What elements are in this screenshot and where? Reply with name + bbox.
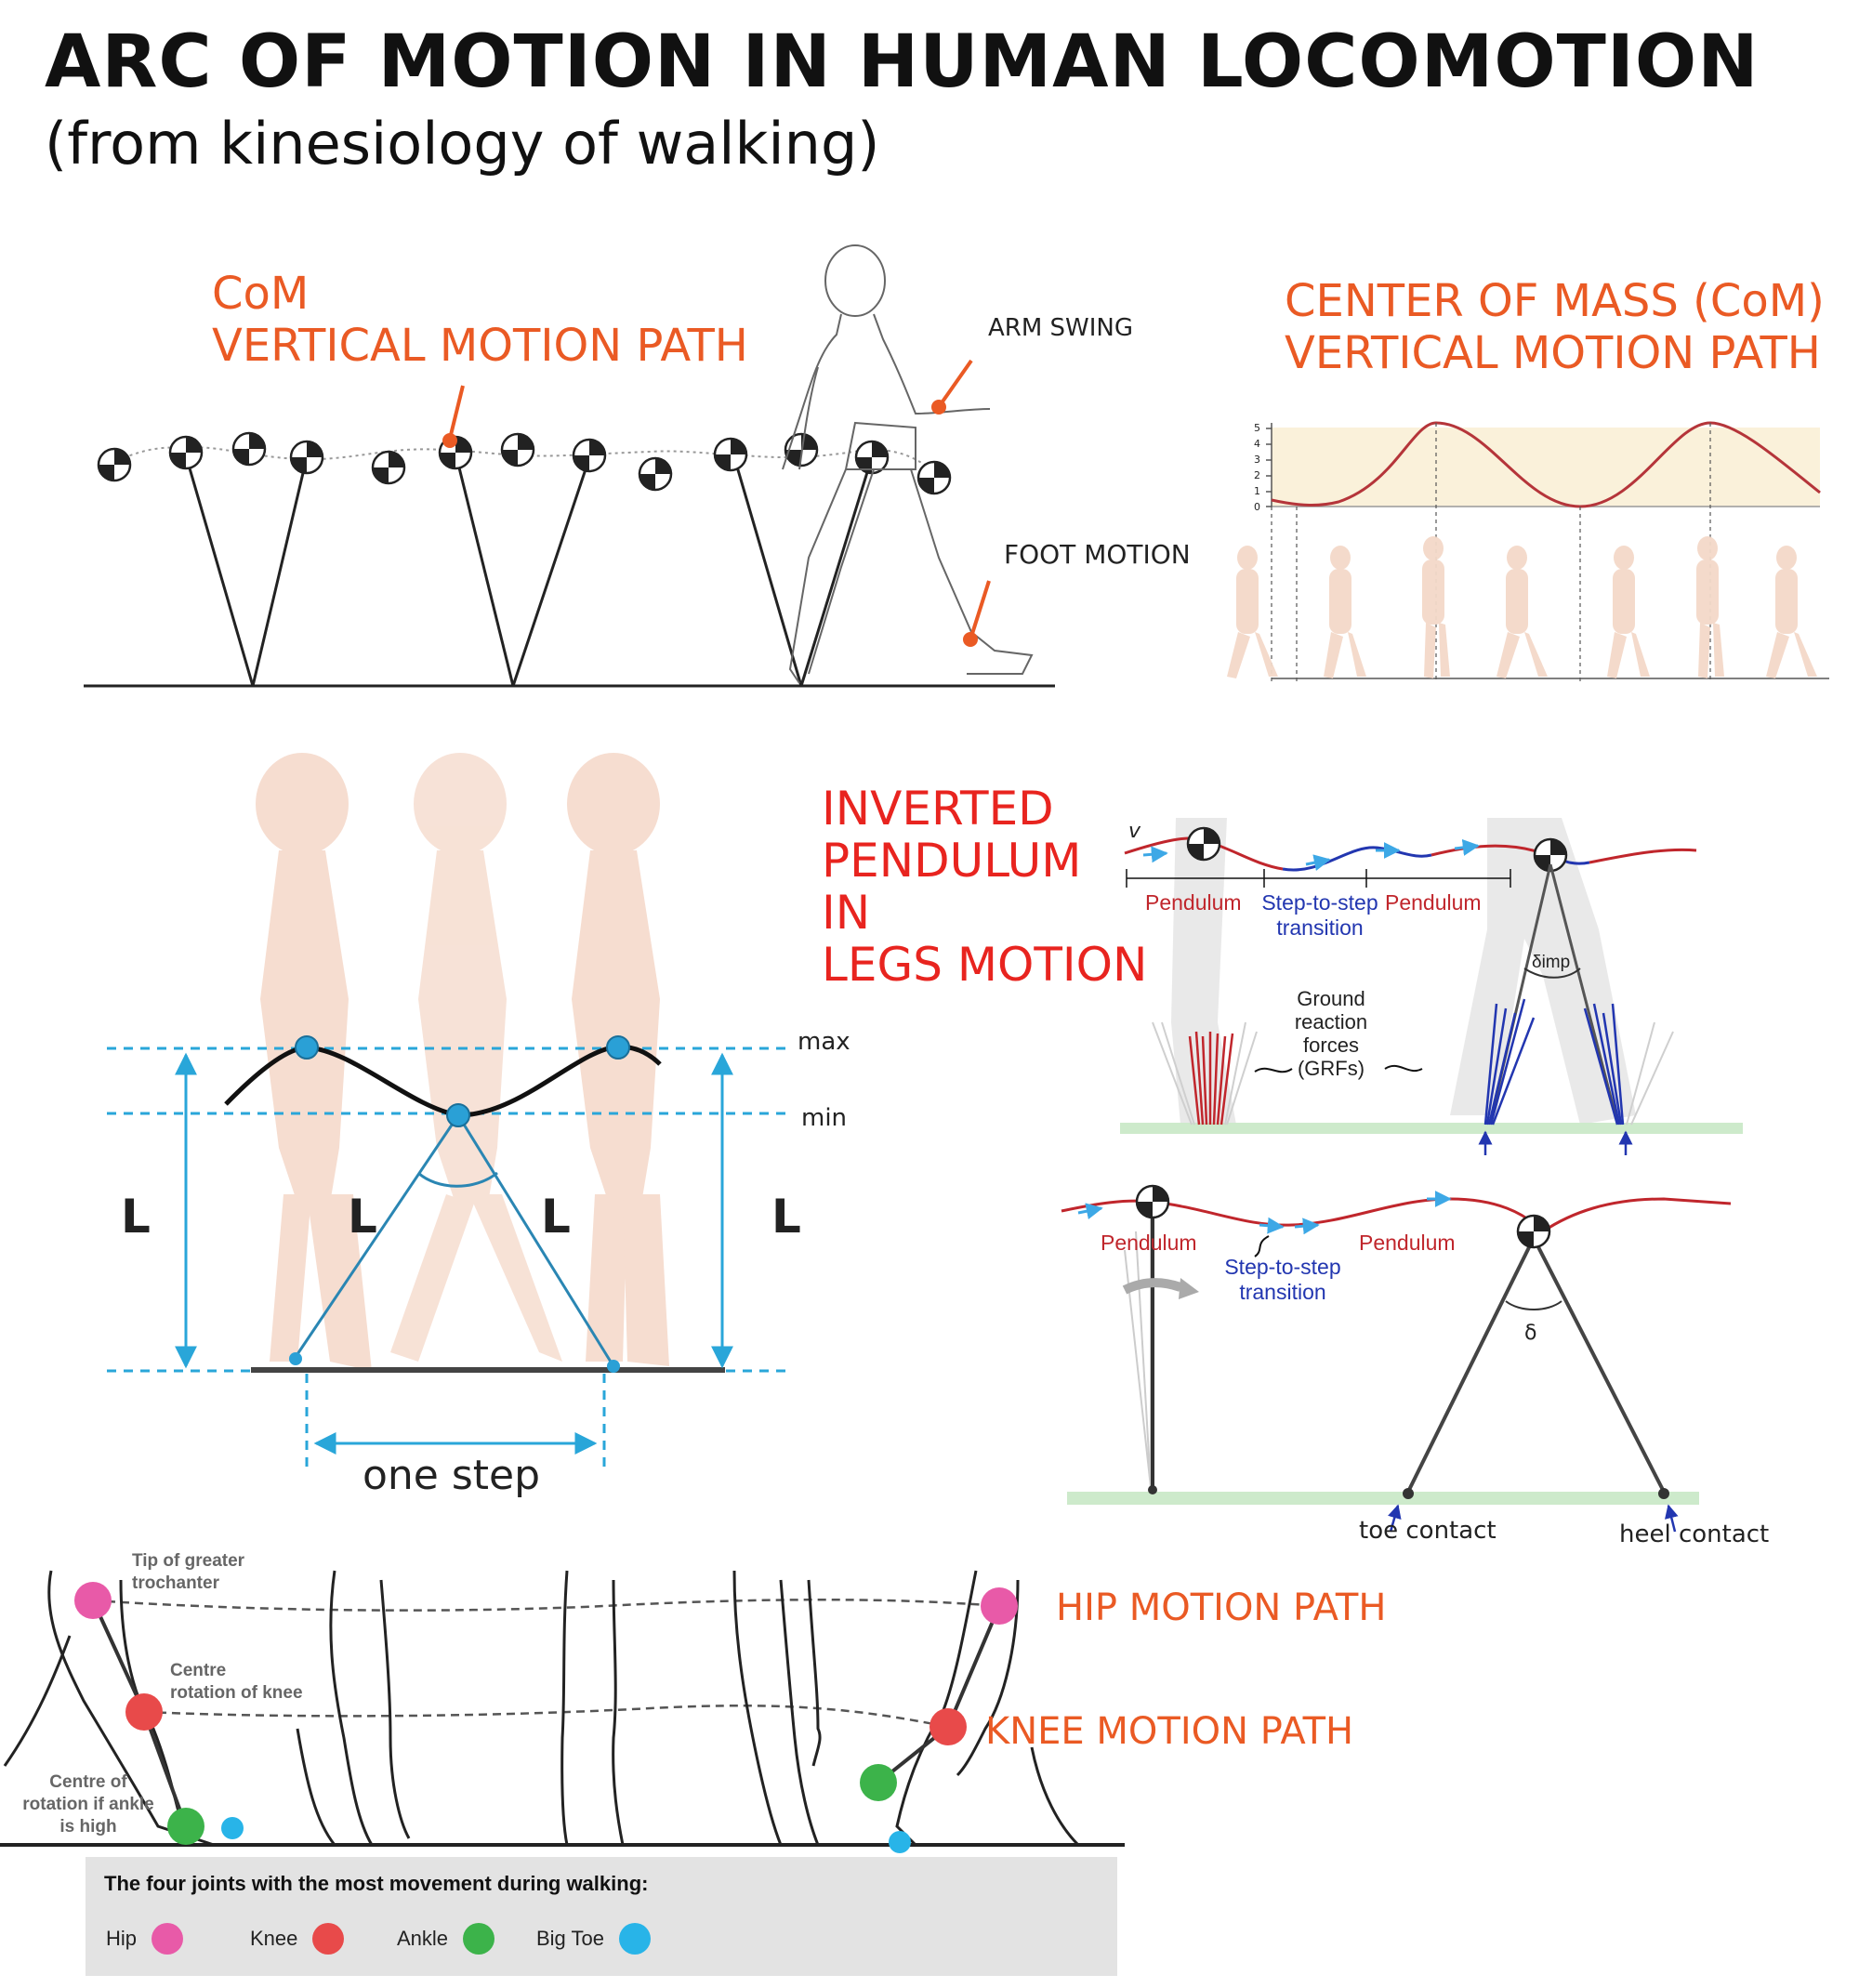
legend-item-ankle: Ankle [397, 1923, 536, 1955]
one-step-label: one step [363, 1452, 541, 1499]
com-label-line2: VERTICAL MOTION PATH [212, 320, 748, 372]
grf-label: Ground reaction forces (GRFs) [1294, 987, 1368, 1080]
leg-length-label-2: L [348, 1190, 377, 1244]
joint-legend: The four joints with the most movement d… [86, 1857, 1117, 1976]
arm-swing-label: ARM SWING [988, 314, 1134, 342]
delta-label: δ [1524, 1322, 1537, 1345]
simple-pendulum-label-2: Pendulum [1359, 1231, 1456, 1255]
grf-ghost-legs [1171, 818, 1636, 1125]
page-title: ARC OF MOTION IN HUMAN LOCOMOTION [45, 20, 1760, 104]
leg-length-label-3: L [541, 1190, 571, 1244]
inverted-pendulum-title: INVERTED PENDULUM IN LEGS MOTION [822, 782, 1148, 992]
max-label: max [798, 1028, 850, 1056]
knee-motion-path-label: KNEE MOTION PATH [985, 1710, 1354, 1753]
com-markers [97, 431, 952, 495]
grf-blue-lines [1483, 998, 1625, 1126]
hip-swatch-icon [152, 1923, 184, 1955]
hip-anatomy-label: Tip of greater trochanter [132, 1551, 245, 1593]
ankle-swatch-icon [463, 1923, 495, 1955]
grf-transition-label: Step-to-step transition [1261, 890, 1378, 940]
toe-contact-label: toe contact [1359, 1517, 1496, 1545]
com-plot-curve [1271, 421, 1821, 508]
legend-title: The four joints with the most movement d… [104, 1872, 649, 1895]
ankle-anatomy-label: Centre of rotation if ankle is high [22, 1772, 154, 1837]
leg-length-label-4: L [771, 1190, 801, 1244]
walking-figure [782, 244, 1034, 684]
foot-motion-label: FOOT MOTION [1004, 539, 1191, 570]
legend-item-knee: Knee [250, 1923, 397, 1955]
com-plot-background [1272, 428, 1820, 507]
velocity-label: v [1128, 820, 1141, 843]
com-label-line1: CoM [212, 268, 310, 320]
delta-imp-label: δimp [1532, 953, 1571, 972]
page-subtitle: (from kinesiology of walking) [45, 110, 880, 178]
joint-dashed-paths [92, 1598, 1000, 1729]
grf-pendulum-label-2: Pendulum [1385, 890, 1482, 915]
com-plot-y-ticks: 5 4 3 2 1 0 [1254, 422, 1260, 513]
leg-silhouettes [3, 1570, 1080, 1847]
small-walkers [1227, 536, 1817, 678]
legend-item-big-toe: Big Toe [536, 1923, 704, 1955]
leg-length-label-1: L [121, 1190, 151, 1244]
com-plot-title-line1: CENTER OF MASS (CoM) [1285, 275, 1825, 327]
knee-swatch-icon [312, 1923, 345, 1955]
joint-markers [74, 1582, 1018, 1853]
hip-motion-path-label: HIP MOTION PATH [1056, 1586, 1387, 1629]
min-label: min [801, 1104, 848, 1132]
simple-pendulum-label-1: Pendulum [1101, 1231, 1197, 1255]
legend-item-hip: Hip [106, 1923, 250, 1955]
big-toe-swatch-icon [618, 1923, 651, 1955]
simple-transition-label: Step-to-step transition [1224, 1255, 1341, 1304]
grf-red-lines [1188, 1031, 1234, 1126]
com-plot-title-line2: VERTICAL MOTION PATH [1285, 327, 1821, 379]
knee-anatomy-label: Centre rotation of knee [170, 1661, 303, 1703]
grf-pendulum-label-1: Pendulum [1145, 890, 1242, 915]
legend-items: Hip Knee Ankle Big Toe [106, 1920, 704, 1957]
pendulum-figures [256, 753, 669, 1371]
heel-contact-label: heel contact [1619, 1521, 1770, 1548]
